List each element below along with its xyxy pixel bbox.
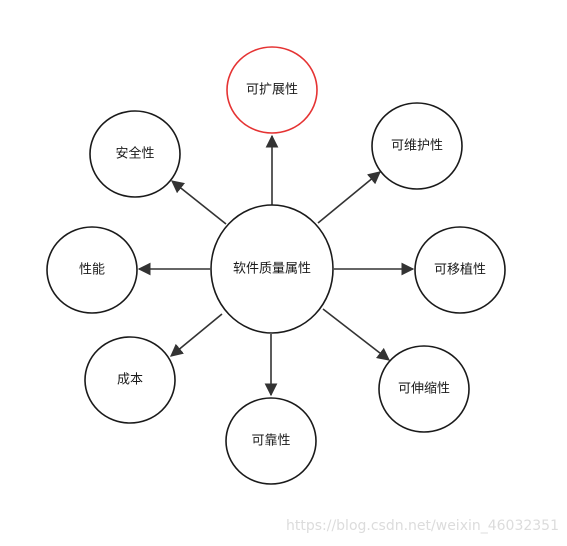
node-cost-label: 成本 — [117, 373, 143, 388]
node-security[interactable]: 安全性 — [89, 110, 181, 198]
node-elasticity-label: 可伸缩性 — [398, 381, 450, 397]
node-security-label: 安全性 — [115, 146, 154, 162]
node-performance-circle — [46, 226, 138, 314]
node-cost-circle — [84, 336, 176, 424]
node-scalability-label: 可扩展性 — [246, 83, 298, 98]
center-node-circle — [210, 204, 334, 334]
arrow-to-elasticity — [322, 308, 391, 361]
node-performance[interactable]: 性能 — [46, 226, 138, 314]
node-portability-circle — [414, 226, 506, 314]
arrow-to-cost — [170, 313, 223, 357]
node-elasticity-circle — [378, 345, 470, 433]
node-portability-label: 可移植性 — [434, 263, 486, 278]
watermark: https://blog.csdn.net/weixin_46032351 — [285, 518, 559, 534]
arrow-to-maintainability — [317, 171, 381, 224]
node-maintainability[interactable]: 可维护性 — [371, 102, 463, 190]
node-elasticity[interactable]: 可伸缩性 — [378, 345, 470, 433]
arrow-to-security — [170, 180, 227, 225]
node-reliability-label: 可靠性 — [251, 434, 290, 449]
node-maintainability-label: 可维护性 — [391, 139, 443, 154]
node-reliability[interactable]: 可靠性 — [225, 397, 317, 485]
node-reliability-circle — [225, 397, 317, 485]
node-scalability-circle — [226, 46, 318, 134]
node-cost[interactable]: 成本 — [84, 336, 176, 424]
node-portability[interactable]: 可移植性 — [414, 226, 506, 314]
edges — [137, 134, 415, 397]
center-node-label: 软件质量属性 — [233, 262, 311, 277]
center-node[interactable]: 软件质量属性 — [210, 204, 334, 334]
node-security-circle — [89, 110, 181, 198]
node-scalability[interactable]: 可扩展性 — [226, 46, 318, 134]
node-maintainability-circle — [371, 102, 463, 190]
node-performance-label: 性能 — [79, 263, 105, 278]
